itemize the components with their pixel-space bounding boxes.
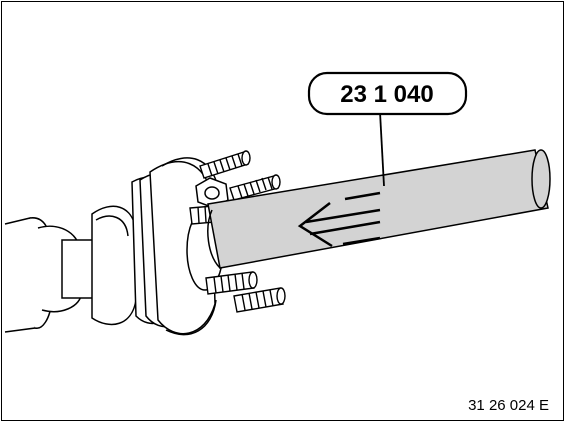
stud-mid-upper [229, 174, 281, 201]
hex-nut [195, 177, 229, 209]
figure-code: 31 26 024 E [468, 397, 549, 414]
stud-lower [205, 271, 258, 295]
tool-number-label: 23 1 040 [340, 81, 433, 108]
special-tool-sleeve [207, 149, 551, 269]
direction-arrow-icon [297, 191, 381, 248]
callout-leader-line [379, 111, 385, 187]
stud-bottom [233, 287, 286, 313]
drive-shaft [4, 205, 137, 333]
tool-number-callout: 23 1 040 [307, 71, 468, 116]
stud-top [199, 150, 251, 179]
threaded-studs [189, 150, 286, 313]
